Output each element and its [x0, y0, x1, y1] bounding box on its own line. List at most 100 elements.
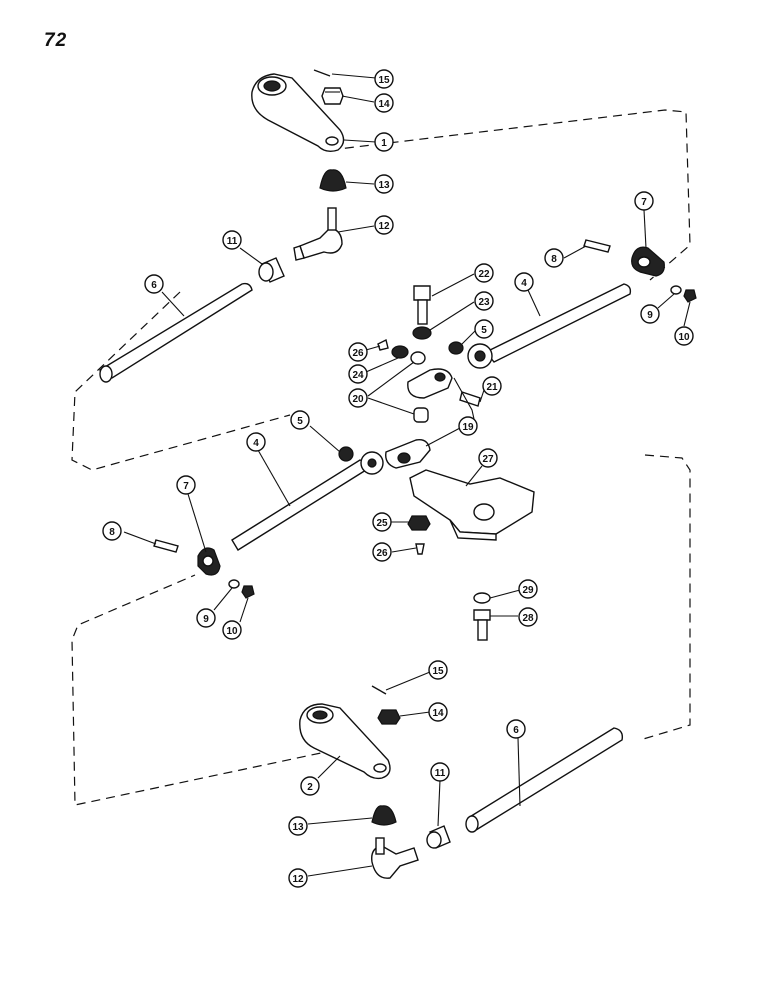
bolt-22 — [413, 285, 431, 325]
callout-23: 23 — [474, 291, 494, 311]
callout-15-upper: 15 — [374, 69, 394, 89]
callout-4-upper: 4 — [514, 272, 534, 292]
svg-text:13: 13 — [292, 822, 304, 833]
svg-text:21: 21 — [486, 382, 498, 393]
callout-6-lower: 6 — [506, 719, 526, 739]
bushing-11-upper — [258, 257, 285, 283]
svg-text:13: 13 — [378, 180, 390, 191]
castle-nut-14-lower — [377, 709, 401, 725]
nut-10-upper — [683, 289, 697, 303]
callout-1: 1 — [374, 132, 394, 152]
pitman-arm-2 — [299, 703, 391, 780]
washer-29 — [473, 592, 491, 604]
grease-fitting-26-lower — [415, 543, 425, 555]
callout-26-upper: 26 — [348, 342, 368, 362]
upper-group-outline — [71, 109, 691, 471]
svg-text:19: 19 — [462, 422, 474, 433]
callout-4-lower: 4 — [246, 432, 266, 452]
washer-9-lower — [228, 579, 240, 589]
callout-25: 25 — [372, 512, 392, 532]
pivot-flange-7-upper — [631, 246, 665, 277]
callout-22: 22 — [474, 263, 494, 283]
callout-14-upper: 14 — [374, 93, 394, 113]
svg-text:11: 11 — [435, 768, 446, 779]
svg-text:10: 10 — [678, 332, 690, 343]
callout-9-upper: 9 — [640, 304, 660, 324]
support-plate-27 — [409, 469, 535, 541]
nut-25 — [407, 515, 431, 531]
svg-text:6: 6 — [513, 725, 519, 736]
tie-rod-end-12-lower — [371, 837, 419, 879]
svg-text:24: 24 — [352, 370, 364, 381]
callout-21: 21 — [482, 376, 502, 396]
pitman-arm-1 — [251, 73, 345, 153]
callout-2: 2 — [300, 776, 320, 796]
drag-link-4-lower — [231, 451, 384, 551]
callout-10-upper: 10 — [674, 326, 694, 346]
drag-link-4-upper — [467, 283, 632, 369]
callout-11-lower: 11 — [430, 762, 450, 782]
bolt-8-lower — [153, 539, 179, 553]
pivot-flange-7-lower — [197, 547, 221, 576]
callout-10-lower: 10 — [222, 620, 242, 640]
svg-text:1: 1 — [381, 138, 387, 149]
svg-text:14: 14 — [378, 99, 390, 110]
nut-10-lower — [241, 585, 255, 599]
callout-24: 24 — [348, 364, 368, 384]
svg-text:14: 14 — [432, 708, 444, 719]
callout-12-upper: 12 — [374, 215, 394, 235]
svg-text:9: 9 — [647, 310, 653, 321]
callout-5-upper: 5 — [474, 319, 494, 339]
callout-28: 28 — [518, 607, 538, 627]
svg-text:8: 8 — [551, 254, 557, 265]
svg-text:5: 5 — [297, 416, 303, 427]
svg-text:11: 11 — [227, 236, 238, 247]
svg-text:2: 2 — [307, 782, 313, 793]
svg-text:7: 7 — [641, 197, 647, 208]
callout-14-lower: 14 — [428, 702, 448, 722]
grease-fitting-26-upper — [377, 338, 389, 351]
svg-text:4: 4 — [521, 278, 527, 289]
bushing-11-lower — [426, 825, 451, 849]
svg-text:8: 8 — [109, 527, 115, 538]
svg-text:12: 12 — [378, 221, 390, 232]
svg-text:15: 15 — [432, 666, 444, 677]
svg-text:20: 20 — [352, 394, 364, 405]
svg-text:23: 23 — [478, 297, 490, 308]
svg-text:26: 26 — [376, 548, 388, 559]
bolt-28 — [473, 609, 491, 641]
svg-text:15: 15 — [378, 75, 390, 86]
svg-text:22: 22 — [478, 269, 490, 280]
callout-8-upper: 8 — [544, 248, 564, 268]
svg-text:4: 4 — [253, 438, 259, 449]
page-number: 72 — [44, 30, 68, 51]
tube-6-lower — [465, 727, 624, 833]
spacer-20-upper — [410, 351, 426, 365]
svg-text:29: 29 — [522, 585, 534, 596]
callout-13-lower: 13 — [288, 816, 308, 836]
svg-text:12: 12 — [292, 874, 304, 885]
svg-text:5: 5 — [481, 325, 487, 336]
callout-6-upper: 6 — [144, 274, 164, 294]
bolt-21 — [459, 391, 481, 407]
washer-23 — [412, 326, 432, 340]
lower-group-outline — [71, 454, 691, 806]
cotter-pin-15-lower — [371, 685, 387, 695]
callout-26-lower: 26 — [372, 542, 392, 562]
svg-text:28: 28 — [522, 613, 534, 624]
spacer-20-lower — [413, 407, 429, 423]
svg-text:26: 26 — [352, 348, 364, 359]
callout-9-lower: 9 — [196, 608, 216, 628]
callout-12-lower: 12 — [288, 868, 308, 888]
bushing-5-upper — [448, 341, 464, 355]
callout-29: 29 — [518, 579, 538, 599]
callout-20: 20 — [348, 388, 368, 408]
bushing-5-lower — [338, 446, 354, 462]
svg-text:25: 25 — [376, 518, 388, 529]
callout-11-upper: 11 — [222, 230, 242, 250]
callout-19: 19 — [458, 416, 478, 436]
castle-nut-14 — [321, 87, 344, 105]
callout-15-lower: 15 — [428, 660, 448, 680]
callout-13-upper: 13 — [374, 174, 394, 194]
